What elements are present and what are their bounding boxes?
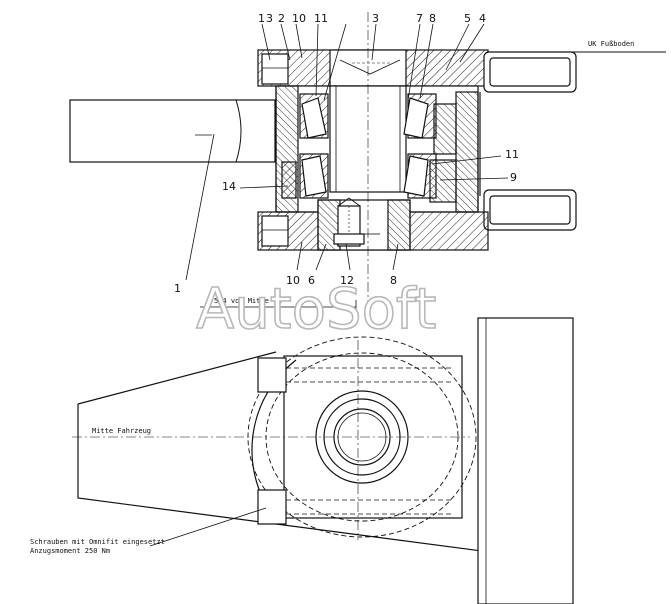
seal-ring <box>281 161 297 199</box>
label-12: 12 <box>340 274 354 287</box>
upper-bearing <box>299 93 457 155</box>
label-9: 9 <box>510 171 517 184</box>
label-6: 6 <box>308 274 315 287</box>
label-3a: 3 <box>266 12 273 25</box>
part-labels-top: 1 3 2 10 11 3 7 8 5 4 <box>258 12 486 25</box>
label-2: 2 <box>278 12 285 25</box>
vehicle-center-note: Mitte Fahrzeug <box>92 427 151 435</box>
axle-beam <box>69 99 276 163</box>
section-view <box>69 12 577 312</box>
dimension-line <box>200 300 357 314</box>
label-8-bottom: 8 <box>390 274 397 287</box>
plan-view <box>72 317 574 604</box>
leader-lines-top <box>185 23 509 281</box>
bolt-head-upper <box>257 357 287 393</box>
label-11-top: 11 <box>314 12 328 25</box>
screw-note-line-1: Schrauben mit Omnifit eingesetzt <box>30 538 165 546</box>
label-8-top: 8 <box>429 12 436 25</box>
dimension-note: 574 von Mitte VA <box>214 297 282 305</box>
bolt-head-bottom <box>261 215 289 247</box>
beam-outline-lower <box>77 404 521 557</box>
floor-reference-note: UK Fußboden <box>588 40 634 48</box>
label-4: 4 <box>479 12 486 25</box>
watermark: AutoSoft <box>196 277 437 342</box>
label-10-bottom: 10 <box>286 274 300 287</box>
lower-bearing <box>299 153 457 203</box>
label-1-axle: 1 <box>174 282 181 295</box>
label-3b: 3 <box>372 12 379 25</box>
bolt-head-top <box>261 53 289 85</box>
label-5: 5 <box>464 12 471 25</box>
label-1: 1 <box>258 12 265 25</box>
label-7: 7 <box>416 12 423 25</box>
label-14: 14 <box>222 180 236 193</box>
label-10-top: 10 <box>292 12 306 25</box>
label-11-side: 11 <box>505 148 519 161</box>
part-labels-side: 11 9 14 1 <box>174 148 519 295</box>
screw-note-line-2: Anzugsmoment 250 Nm <box>30 547 110 555</box>
screw-note-leader <box>149 507 267 547</box>
part-labels-bottom: 10 6 12 8 <box>286 274 397 287</box>
bracket-lower <box>483 189 577 231</box>
beam-outline-upper <box>77 351 277 405</box>
frame-member <box>477 317 574 604</box>
bolt-head-lower <box>257 489 287 525</box>
